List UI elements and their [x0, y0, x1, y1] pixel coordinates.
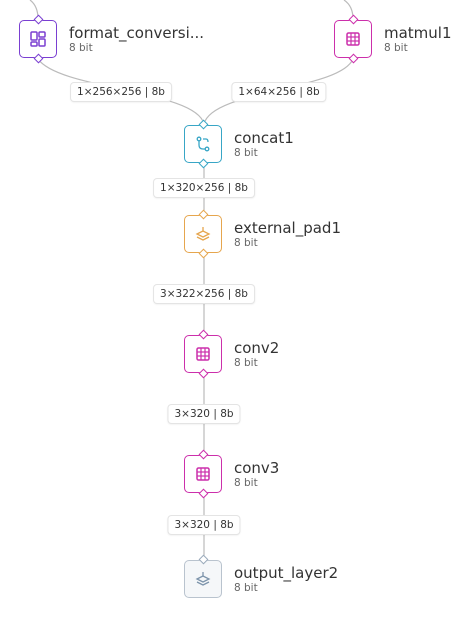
node-output-layer2[interactable] — [184, 560, 222, 598]
node-title-matmul1[interactable]: matmul1 — [384, 24, 452, 42]
grid-icon — [30, 31, 46, 47]
node-title-external-pad1[interactable]: external_pad1 — [234, 219, 341, 237]
edge-label-conv3-output-layer2: 3×320 | 8b — [168, 516, 240, 534]
cube-icon — [196, 467, 210, 481]
node-bitwidth-output-layer2: 8 bit — [234, 582, 258, 594]
edge-label-conv2-conv3: 3×320 | 8b — [168, 405, 240, 423]
edge-label-matmul1-concat1: 1×64×256 | 8b — [232, 83, 326, 101]
layers-icon — [195, 572, 211, 586]
edge-label-external-pad1-conv2: 3×322×256 | 8b — [154, 285, 254, 303]
node-bitwidth-format-conversion: 8 bit — [69, 42, 93, 54]
edge-label-format-conversion-concat1: 1×256×256 | 8b — [71, 83, 171, 101]
cube-icon — [346, 32, 360, 46]
node-title-output-layer2[interactable]: output_layer2 — [234, 564, 339, 582]
node-title-conv3[interactable]: conv3 — [234, 459, 280, 477]
layers-icon — [195, 227, 211, 241]
merge-icon — [196, 136, 210, 152]
node-external-pad1[interactable] — [184, 215, 222, 253]
node-bitwidth-matmul1: 8 bit — [384, 42, 408, 54]
node-bitwidth-external-pad1: 8 bit — [234, 237, 258, 249]
node-title-format-conversion[interactable]: format_conversi... — [69, 24, 205, 42]
node-title-conv2[interactable]: conv2 — [234, 339, 280, 357]
cube-icon — [196, 347, 210, 361]
node-bitwidth-conv2: 8 bit — [234, 357, 258, 369]
edge-label-concat1-external-pad1: 1×320×256 | 8b — [154, 179, 254, 197]
node-bitwidth-conv3: 8 bit — [234, 477, 258, 489]
node-bitwidth-concat1: 8 bit — [234, 147, 258, 159]
node-title-concat1[interactable]: concat1 — [234, 129, 294, 147]
node-conv3[interactable] — [184, 455, 222, 493]
